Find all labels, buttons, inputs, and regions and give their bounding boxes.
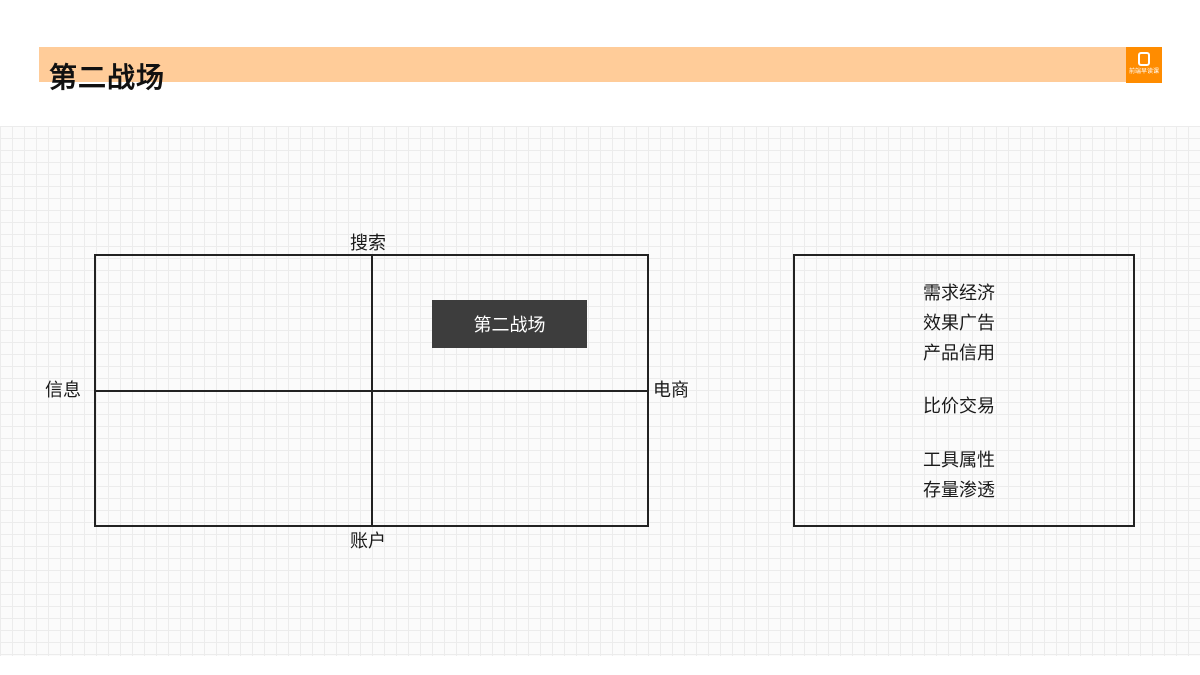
- note-item: 存量渗透: [923, 480, 995, 501]
- book-icon: [1138, 52, 1150, 66]
- brand-logo: 前端早读课: [1126, 47, 1162, 83]
- notes-group: 需求经济 效果广告 产品信用: [923, 279, 995, 369]
- horizontal-axis: [94, 390, 649, 392]
- notes-group: 比价交易: [923, 392, 995, 422]
- note-item: 工具属性: [923, 450, 995, 471]
- notes-panel: [793, 254, 1135, 527]
- axis-label-account: 账户: [350, 531, 386, 552]
- quadrant-highlight-tag: 第二战场: [432, 300, 587, 348]
- axis-label-search: 搜索: [350, 233, 386, 254]
- note-item: 比价交易: [923, 396, 995, 417]
- axis-label-ecommerce: 电商: [653, 380, 689, 401]
- logo-text: 前端早读课: [1128, 68, 1159, 75]
- notes-group: 工具属性 存量渗透: [923, 446, 995, 506]
- note-item: 产品信用: [923, 343, 995, 364]
- slide-title: 第二战场: [49, 61, 166, 94]
- note-item: 需求经济: [923, 283, 995, 304]
- note-item: 效果广告: [923, 313, 995, 334]
- title-bar: [39, 47, 1161, 82]
- axis-label-info: 信息: [45, 380, 81, 401]
